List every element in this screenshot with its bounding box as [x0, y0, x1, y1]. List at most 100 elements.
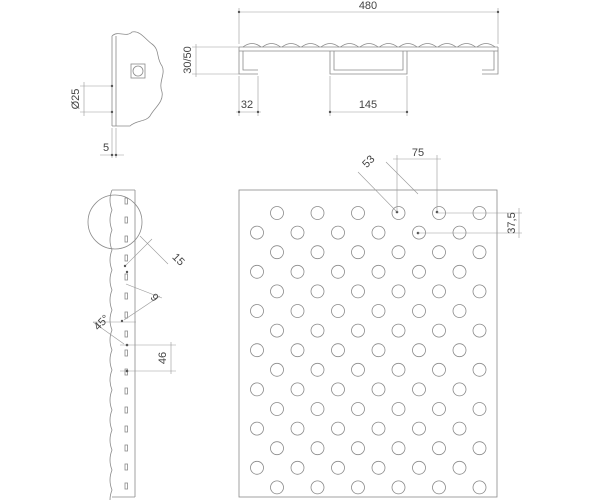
perforation-hole [472, 480, 487, 495]
perforation-hole [331, 225, 345, 240]
strip-slot [124, 330, 128, 338]
label-end-return: 32 [241, 99, 253, 111]
dim-horiz-pitch: 75 [393, 147, 441, 214]
strip-slot [124, 463, 128, 471]
perforation-hole [412, 264, 426, 279]
perforation-hole [412, 304, 426, 318]
perforation-hole [310, 441, 325, 456]
strip-slot [124, 254, 128, 262]
plan-view [238, 189, 498, 498]
perforation-hole [452, 421, 467, 436]
dim-end-return: 32 [236, 76, 261, 116]
perforation-hole [290, 264, 305, 279]
strip-slot [124, 292, 128, 300]
perforation-hole [351, 402, 365, 416]
strip-slot [124, 387, 128, 395]
perforation-hole [290, 382, 305, 397]
perforation-hole [250, 304, 264, 318]
perforation-hole [472, 323, 487, 338]
perforation-hole [351, 245, 365, 260]
perforation-hole [331, 264, 345, 279]
perforation-hole [432, 245, 446, 260]
perforation-hole [432, 284, 446, 299]
perforation-hole [371, 382, 386, 397]
perforation-hole [452, 382, 467, 397]
perforation-hole [472, 362, 487, 377]
perforation-hole [432, 362, 446, 377]
perforation-hole [472, 245, 487, 260]
perforation-hole [270, 362, 284, 377]
perforation-hole [250, 421, 264, 436]
perforation-hole [290, 304, 305, 318]
perforation-hole [270, 245, 284, 260]
perforation-hole [270, 323, 284, 338]
perforation-hole [250, 382, 264, 397]
perforation-hole [310, 480, 325, 495]
perforation-hole [391, 206, 406, 220]
perforation-hole [290, 421, 305, 436]
label-diag-pitch: 53 [360, 153, 377, 170]
dim-angle: 45° [92, 313, 136, 345]
perforation-hole [270, 206, 284, 220]
perforation-hole [371, 343, 386, 358]
perforation-hole [250, 343, 264, 358]
perforation-hole [250, 225, 264, 240]
perforation-hole [351, 480, 365, 495]
perforation-hole [371, 225, 386, 240]
dim-diag-pitch: 53 [357, 153, 420, 235]
perforation-hole [310, 245, 325, 260]
strip-slot [124, 216, 128, 224]
perforation-hole [270, 480, 284, 495]
perforation-hole [310, 206, 325, 220]
label-offset-15: 15 [170, 251, 187, 268]
perforation-hole [391, 323, 406, 338]
dim-diameter: Ø25 [70, 82, 114, 116]
strip-slot [124, 197, 128, 205]
perforation-hole [412, 382, 426, 397]
strip-slot [124, 235, 128, 243]
perforation-hole [432, 480, 446, 495]
detail-circle [87, 194, 143, 250]
perforation-hole [391, 245, 406, 260]
strip-slot [124, 349, 128, 357]
strip-slot [124, 482, 128, 490]
perforation-hole [432, 441, 446, 456]
perforation-hole [250, 460, 264, 475]
perforation-hole [391, 441, 406, 456]
perforation-hole [452, 304, 467, 318]
perforation-hole [331, 304, 345, 318]
perforation-hole [270, 441, 284, 456]
perforation-hole [412, 343, 426, 358]
perforation-hole [472, 441, 487, 456]
perforation-hole [270, 284, 284, 299]
label-horiz-pitch: 75 [412, 147, 424, 159]
perforation-hole [270, 402, 284, 416]
perforation-hole [310, 323, 325, 338]
perforation-hole [412, 460, 426, 475]
perforation-hole [250, 264, 264, 279]
dim-overall-length: 480 [237, 0, 500, 44]
perforation-hole [290, 460, 305, 475]
perforation-hole [310, 284, 325, 299]
perforation-hole [331, 421, 345, 436]
dim-offset-9: 9 [123, 283, 163, 321]
perforation-hole [432, 402, 446, 416]
plate-outline [238, 189, 498, 498]
perforation-hole [290, 343, 305, 358]
label-pitch-46: 46 [157, 352, 169, 364]
perforation-hole [371, 460, 386, 475]
perforation-hole [472, 402, 487, 416]
perforation-hole [331, 382, 345, 397]
strip-slot [124, 444, 128, 452]
perforation-hole [371, 421, 386, 436]
perforation-hole [351, 362, 365, 377]
perforation-hole [331, 460, 345, 475]
perforation-hole [432, 323, 446, 338]
dim-height: 30/50 [182, 44, 239, 77]
label-support-width: 145 [359, 99, 377, 111]
perforation-hole [412, 225, 426, 240]
perforation-hole [351, 206, 365, 220]
perforation-hole [452, 264, 467, 279]
perforation-hole [452, 225, 467, 240]
perforation-hole [371, 264, 386, 279]
